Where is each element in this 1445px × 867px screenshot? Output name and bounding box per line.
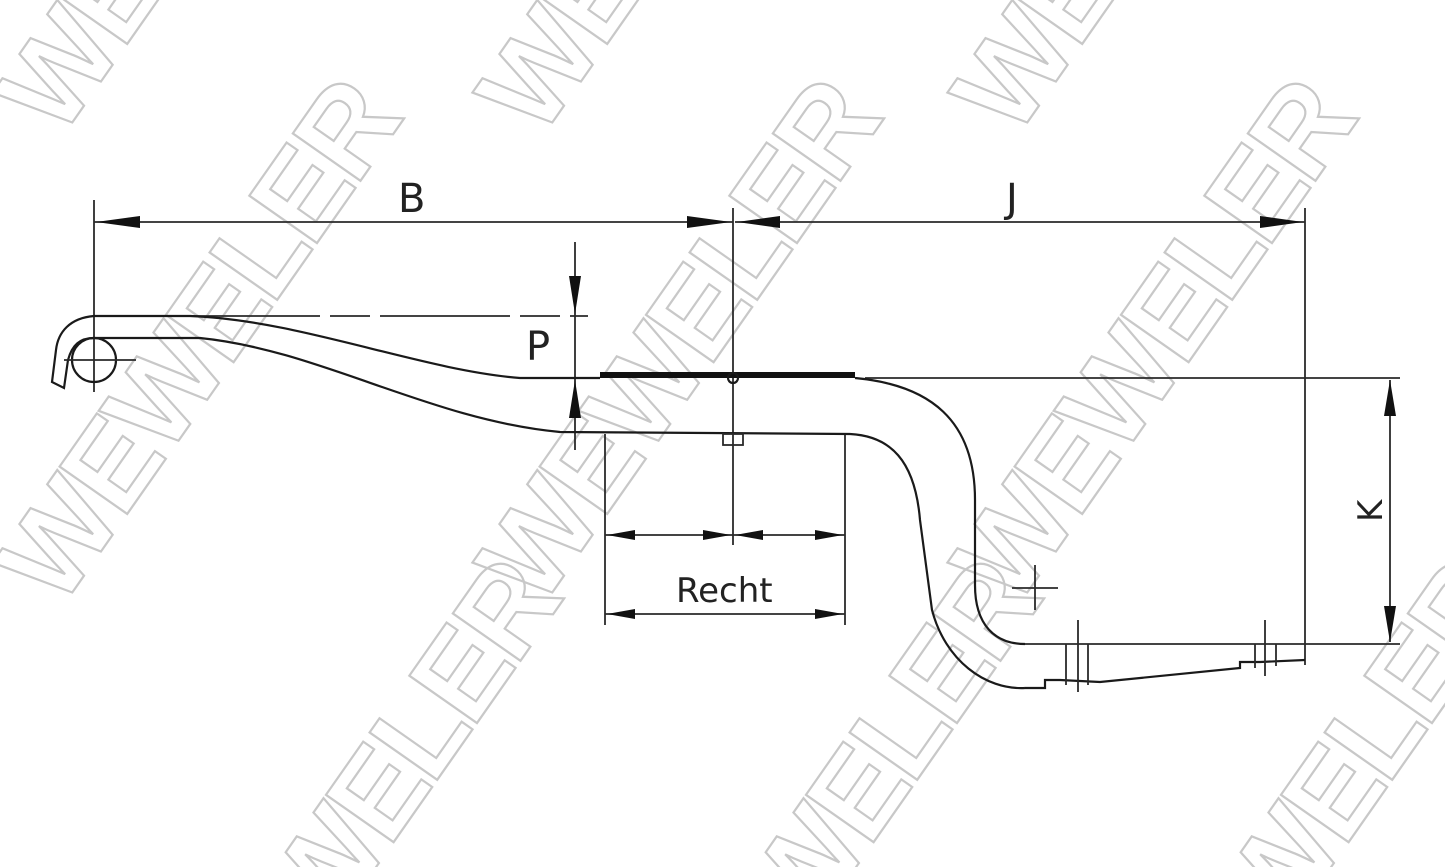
spring-body [50,314,1306,692]
watermark: WEWELER [132,536,586,867]
dimension-label-j: J [1003,176,1018,222]
dimension-j: J [735,176,1306,665]
watermark: WEWELER [1087,536,1445,867]
watermark: WEWELER [452,56,906,625]
dimension-k: K [865,377,1400,645]
dimension-label-p: P [526,324,550,370]
dimension-label-b: B [398,176,425,222]
dimension-recht: Recht [604,434,846,625]
watermark: WEWELER [927,56,1381,625]
dimension-label-recht: Recht [676,571,773,611]
dimension-p: P [190,242,588,450]
dimension-label-k: K [1351,498,1391,522]
